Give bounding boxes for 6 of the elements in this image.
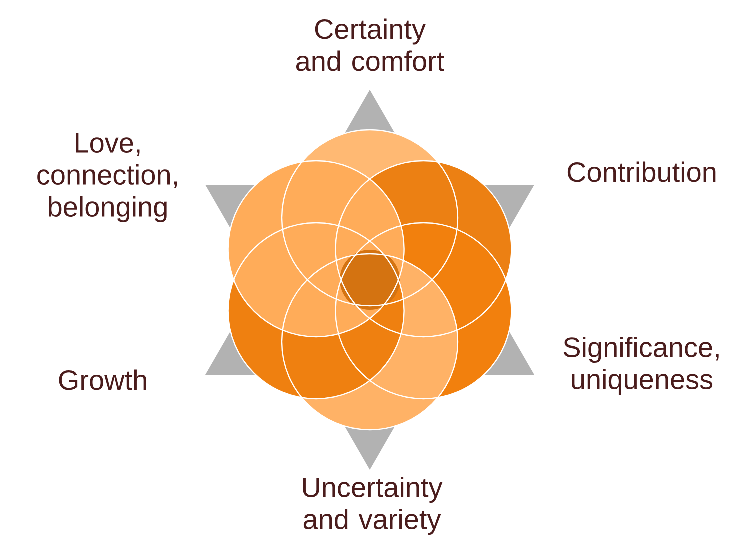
label-text: Uncertainty and variety — [303, 476, 443, 536]
label-text: Growth — [59, 370, 146, 390]
label-text: Contribution — [568, 162, 716, 182]
label-text: Love, connection, belonging — [38, 133, 178, 223]
label-text: Significance, uniqueness — [564, 336, 719, 396]
label-text: Certainty and comfort — [296, 18, 444, 72]
